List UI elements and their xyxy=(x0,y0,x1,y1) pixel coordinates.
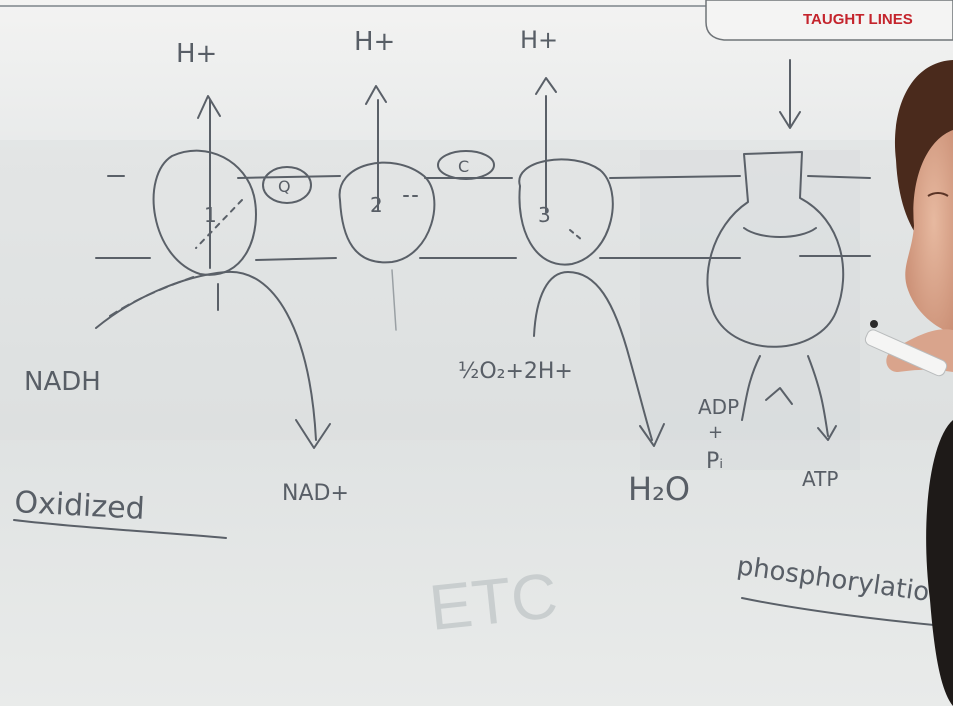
carrier-c-label: C xyxy=(458,157,469,176)
adp-label: ADP xyxy=(698,395,739,419)
atp-label: ATP xyxy=(802,467,838,491)
etc-ghost-label: ETC xyxy=(426,559,561,644)
marker-tip xyxy=(870,320,878,328)
adp-plus-sign: + xyxy=(708,422,723,443)
h-plus-label-3: H+ xyxy=(520,26,558,54)
nad-plus-label: NAD+ xyxy=(282,481,349,506)
corner-tab: TAUGHT LINES xyxy=(706,0,953,40)
corner-tab-label: TAUGHT LINES xyxy=(803,11,913,28)
pi-label: Pᵢ xyxy=(706,449,723,474)
complex-3-label: 3 xyxy=(538,203,551,227)
carrier-q-label: Q xyxy=(278,177,291,196)
complex-1-label: 1 xyxy=(204,203,217,227)
oxidized-label: Oxidized xyxy=(14,485,146,527)
nadh-label: NADH xyxy=(24,367,101,397)
h-plus-label-1: H+ xyxy=(176,39,217,69)
complex-2-label: 2 xyxy=(370,193,383,217)
background-panel xyxy=(640,150,860,470)
h-plus-label-2: H+ xyxy=(354,27,395,57)
water-label: H₂O xyxy=(628,470,690,508)
oxygen-label: ½O₂+2H+ xyxy=(458,359,573,384)
